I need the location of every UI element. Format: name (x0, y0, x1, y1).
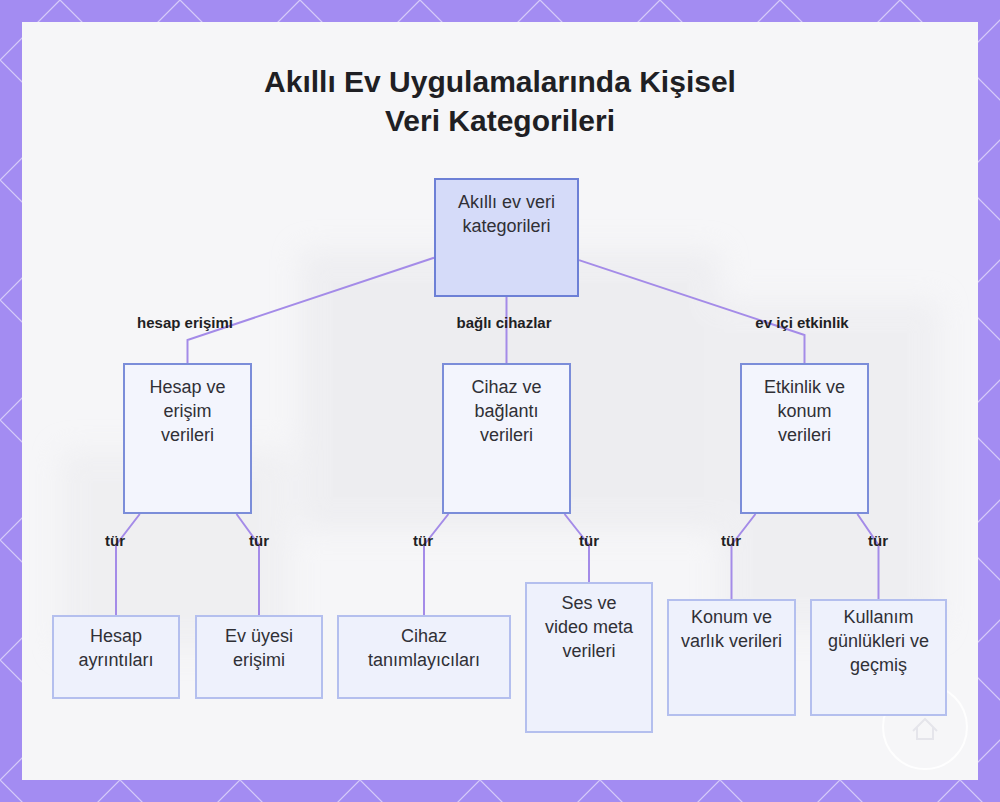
connector-line (424, 514, 448, 615)
node-text: Ev üyesi erişimi (209, 624, 309, 672)
edge-label: tür (579, 532, 599, 549)
edge-label: tür (249, 532, 269, 549)
type-box: Hesap ayrıntıları (52, 615, 180, 699)
edge-label: tür (721, 532, 741, 549)
node-text: Konum ve varlık verileri (679, 605, 784, 653)
connector-line (237, 514, 259, 615)
photo-shape (720, 300, 940, 630)
type-box: Ses ve video meta verileri (525, 582, 653, 733)
root-box: Akıllı ev veri kategorileri (434, 178, 579, 297)
node-text: Ses ve video meta verileri (539, 591, 639, 663)
edge-label: tür (105, 532, 125, 549)
blurred-photo (60, 250, 940, 650)
card (22, 22, 978, 780)
type-box: Ev üyesi erişimi (195, 615, 323, 699)
connector-line (857, 514, 878, 599)
edge-label: hesap erişimi (137, 314, 233, 331)
node-text: Akıllı ev veri kategorileri (456, 190, 557, 238)
node-text: Hesap ve erişim verileri (139, 375, 236, 447)
type-box: Konum ve varlık verileri (667, 599, 796, 716)
connector-line (579, 260, 805, 363)
type-box: Kullanım günlükleri ve geçmiş (810, 599, 947, 716)
node-text: Etkinlik ve konum verileri (756, 375, 853, 447)
node-text: Hesap ayrıntıları (66, 624, 166, 672)
category-box: Hesap ve erişim verileri (123, 363, 252, 514)
node-text: Cihaz tanımlayıcıları (351, 624, 497, 672)
node-text: Kullanım günlükleri ve geçmiş (822, 605, 935, 677)
edge-label: ev içi etkinlik (755, 314, 848, 331)
category-box: Cihaz ve bağlantı verileri (442, 363, 571, 514)
house-glyph (913, 719, 937, 739)
type-box: Cihaz tanımlayıcıları (337, 615, 511, 699)
connector-line (732, 514, 756, 599)
edge-label: bağlı cihazlar (456, 314, 551, 331)
node-text: Cihaz ve bağlantı verileri (458, 375, 555, 447)
diagram-title: Akıllı Ev Uygulamalarında Kişisel Veri K… (240, 62, 760, 140)
edge-label: tür (413, 532, 433, 549)
category-box: Etkinlik ve konum verileri (740, 363, 869, 514)
connector-line (116, 514, 140, 615)
edge-label: tür (868, 532, 888, 549)
connector-line (188, 258, 435, 363)
